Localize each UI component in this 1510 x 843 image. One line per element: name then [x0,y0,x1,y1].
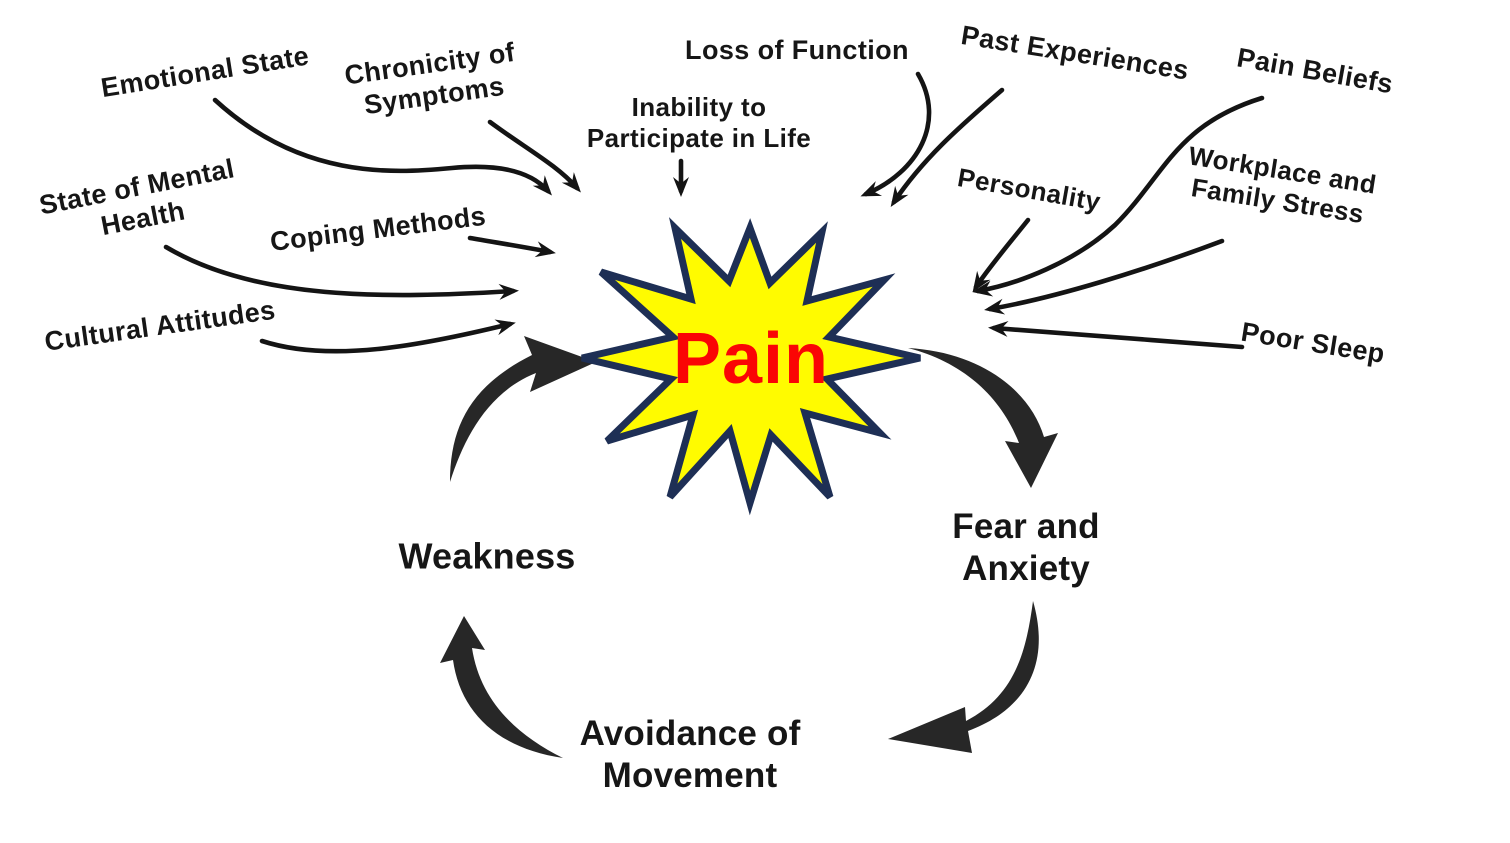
arrow-loss-of-function [860,71,932,197]
cycle-arrow-weakness-to-pain [450,336,596,482]
arrow-state-of-mental-health [163,244,519,300]
cycle-node-weakness: Weakness [398,535,576,577]
arrow-chronicity-of-symptoms [487,119,581,193]
arrow-past-experiences [890,87,1005,207]
factor-loss-of-function: Loss of Function [685,34,909,65]
cycle-arrow-pain-to-fear [908,348,1058,488]
factor-inability-to-participate-in-life: Inability to Participate in Life [586,91,812,153]
arrow-poor-sleep [988,320,1245,350]
arrow-personality [972,217,1031,292]
cycle-arrow-avoidance-to-weakness [440,616,563,758]
arrow-workplace-and-family-stress [984,238,1225,315]
cycle-node-avoidance-of-movement: Avoidance of Movement [579,714,801,795]
arrow-coping-methods [467,235,556,258]
arrow-emotional-state [212,97,552,196]
arrow-pain-beliefs [972,95,1265,297]
pain-starburst [581,217,921,516]
cycle-arrow-fear-to-avoidance [888,601,1039,753]
pain-center-label: Pain [672,319,830,399]
arrow-cultural-attitudes [259,319,516,354]
cycle-node-fear-and-anxiety: Fear and Anxiety [952,507,1100,588]
